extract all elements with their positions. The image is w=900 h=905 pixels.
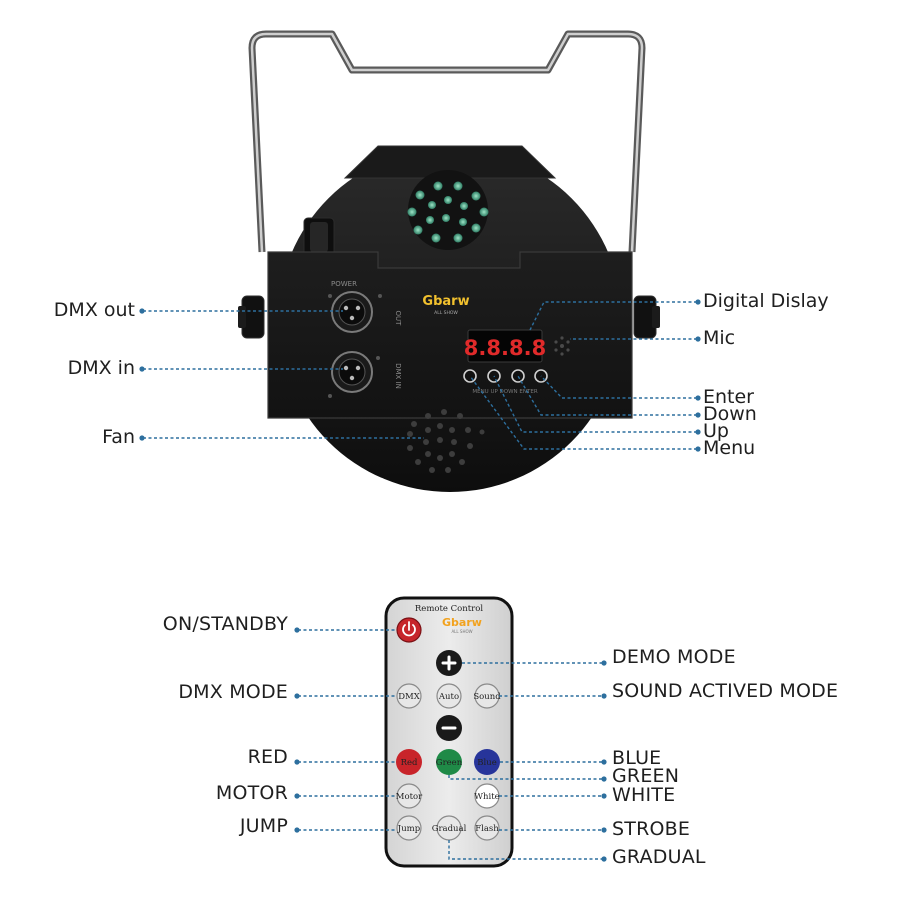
power-icon — [402, 624, 416, 637]
label-menu: Menu — [703, 437, 756, 459]
fixture-brand-sub: ALL SHOW — [434, 310, 458, 316]
plus-icon — [441, 655, 457, 671]
back-panel — [267, 251, 633, 419]
label-dmx-out: DMX out — [53, 299, 135, 321]
label-mic: Mic — [703, 327, 736, 349]
fixture-leader-lines — [143, 301, 697, 450]
label-red: RED — [247, 746, 288, 768]
digital-display: 8.8.8.8 — [464, 329, 546, 363]
remote-leader-lines — [298, 629, 603, 860]
label-blue: BLUE — [612, 747, 662, 769]
mic-icon — [554, 336, 570, 356]
dmx-out-connector-icon — [328, 291, 382, 333]
label-digital-display: Digital Dislay — [703, 290, 829, 312]
red-button-label: Red — [401, 758, 418, 768]
panel-menu-keys-text: MENU UP DOWN ENTER — [472, 389, 537, 395]
light-fixture: POWER OUT DMX IN Gbarw ALL SHOW — [238, 30, 660, 492]
dmx-button[interactable]: DMX — [396, 683, 422, 709]
gradual-button-label: Gradual — [432, 824, 467, 834]
jump-button-label: Jump — [397, 824, 421, 834]
label-dmx-mode: DMX MODE — [178, 681, 288, 703]
label-motor: MOTOR — [215, 782, 288, 804]
label-jump: JUMP — [239, 815, 288, 837]
jump-button[interactable]: Jump — [396, 815, 422, 841]
auto-button-label: Auto — [438, 692, 459, 702]
remote-title: Remote Control — [415, 604, 483, 614]
label-dmx-in: DMX in — [67, 357, 135, 379]
white-button-label: White — [474, 792, 499, 802]
label-up: Up — [703, 420, 729, 442]
label-demo-mode: DEMO MODE — [612, 646, 736, 668]
blue-button-label: Blue — [477, 758, 496, 768]
label-enter: Enter — [703, 386, 754, 408]
label-on-standby: ON/STANDBY — [162, 613, 288, 635]
flash-button-label: Flash — [475, 824, 499, 834]
menu-button[interactable] — [463, 369, 477, 383]
label-white: WHITE — [612, 784, 676, 806]
remote-brand-sub: ALL SHOW — [451, 629, 472, 634]
dmx-button-label: DMX — [398, 692, 421, 702]
panel-dmx-in-text: DMX IN — [394, 363, 402, 389]
label-strobe: STROBE — [612, 818, 691, 840]
flash-button[interactable]: Flash — [474, 815, 500, 841]
fan-grille-icon — [407, 409, 485, 473]
motor-button[interactable]: Motor — [396, 783, 423, 809]
label-sound-actived-mode: SOUND ACTIVED MODE — [612, 680, 839, 702]
label-green: GREEN — [612, 765, 680, 787]
minus-button[interactable] — [436, 715, 462, 741]
remote-control: Remote Control Gbarw ALL SHOW DMX Auto S… — [384, 596, 514, 868]
down-button[interactable] — [511, 369, 525, 383]
green-button[interactable]: Green — [436, 749, 463, 775]
label-gradual: GRADUAL — [612, 846, 706, 868]
remote-brand: Gbarw — [442, 616, 482, 629]
motor-button-label: Motor — [396, 792, 423, 802]
panel-power-text: POWER — [331, 280, 357, 288]
dmx-in-connector-icon — [328, 351, 380, 398]
brand-logo: Gbarw ALL SHOW — [422, 294, 469, 316]
red-button[interactable]: Red — [396, 749, 422, 775]
panel-out-text: OUT — [394, 311, 402, 327]
label-fan: Fan — [102, 426, 135, 448]
plus-button[interactable] — [436, 650, 462, 676]
white-button[interactable]: White — [474, 783, 500, 809]
green-button-label: Green — [436, 758, 463, 768]
sound-button-label: Sound — [473, 692, 501, 702]
auto-button[interactable]: Auto — [436, 683, 462, 709]
led-cluster-icon — [407, 170, 489, 250]
label-down: Down — [703, 403, 757, 425]
power-button[interactable] — [396, 617, 422, 643]
fixture-brand-text: Gbarw — [422, 294, 469, 309]
blue-button[interactable]: Blue — [474, 749, 500, 775]
display-digits: 8.8.8.8 — [464, 336, 546, 360]
